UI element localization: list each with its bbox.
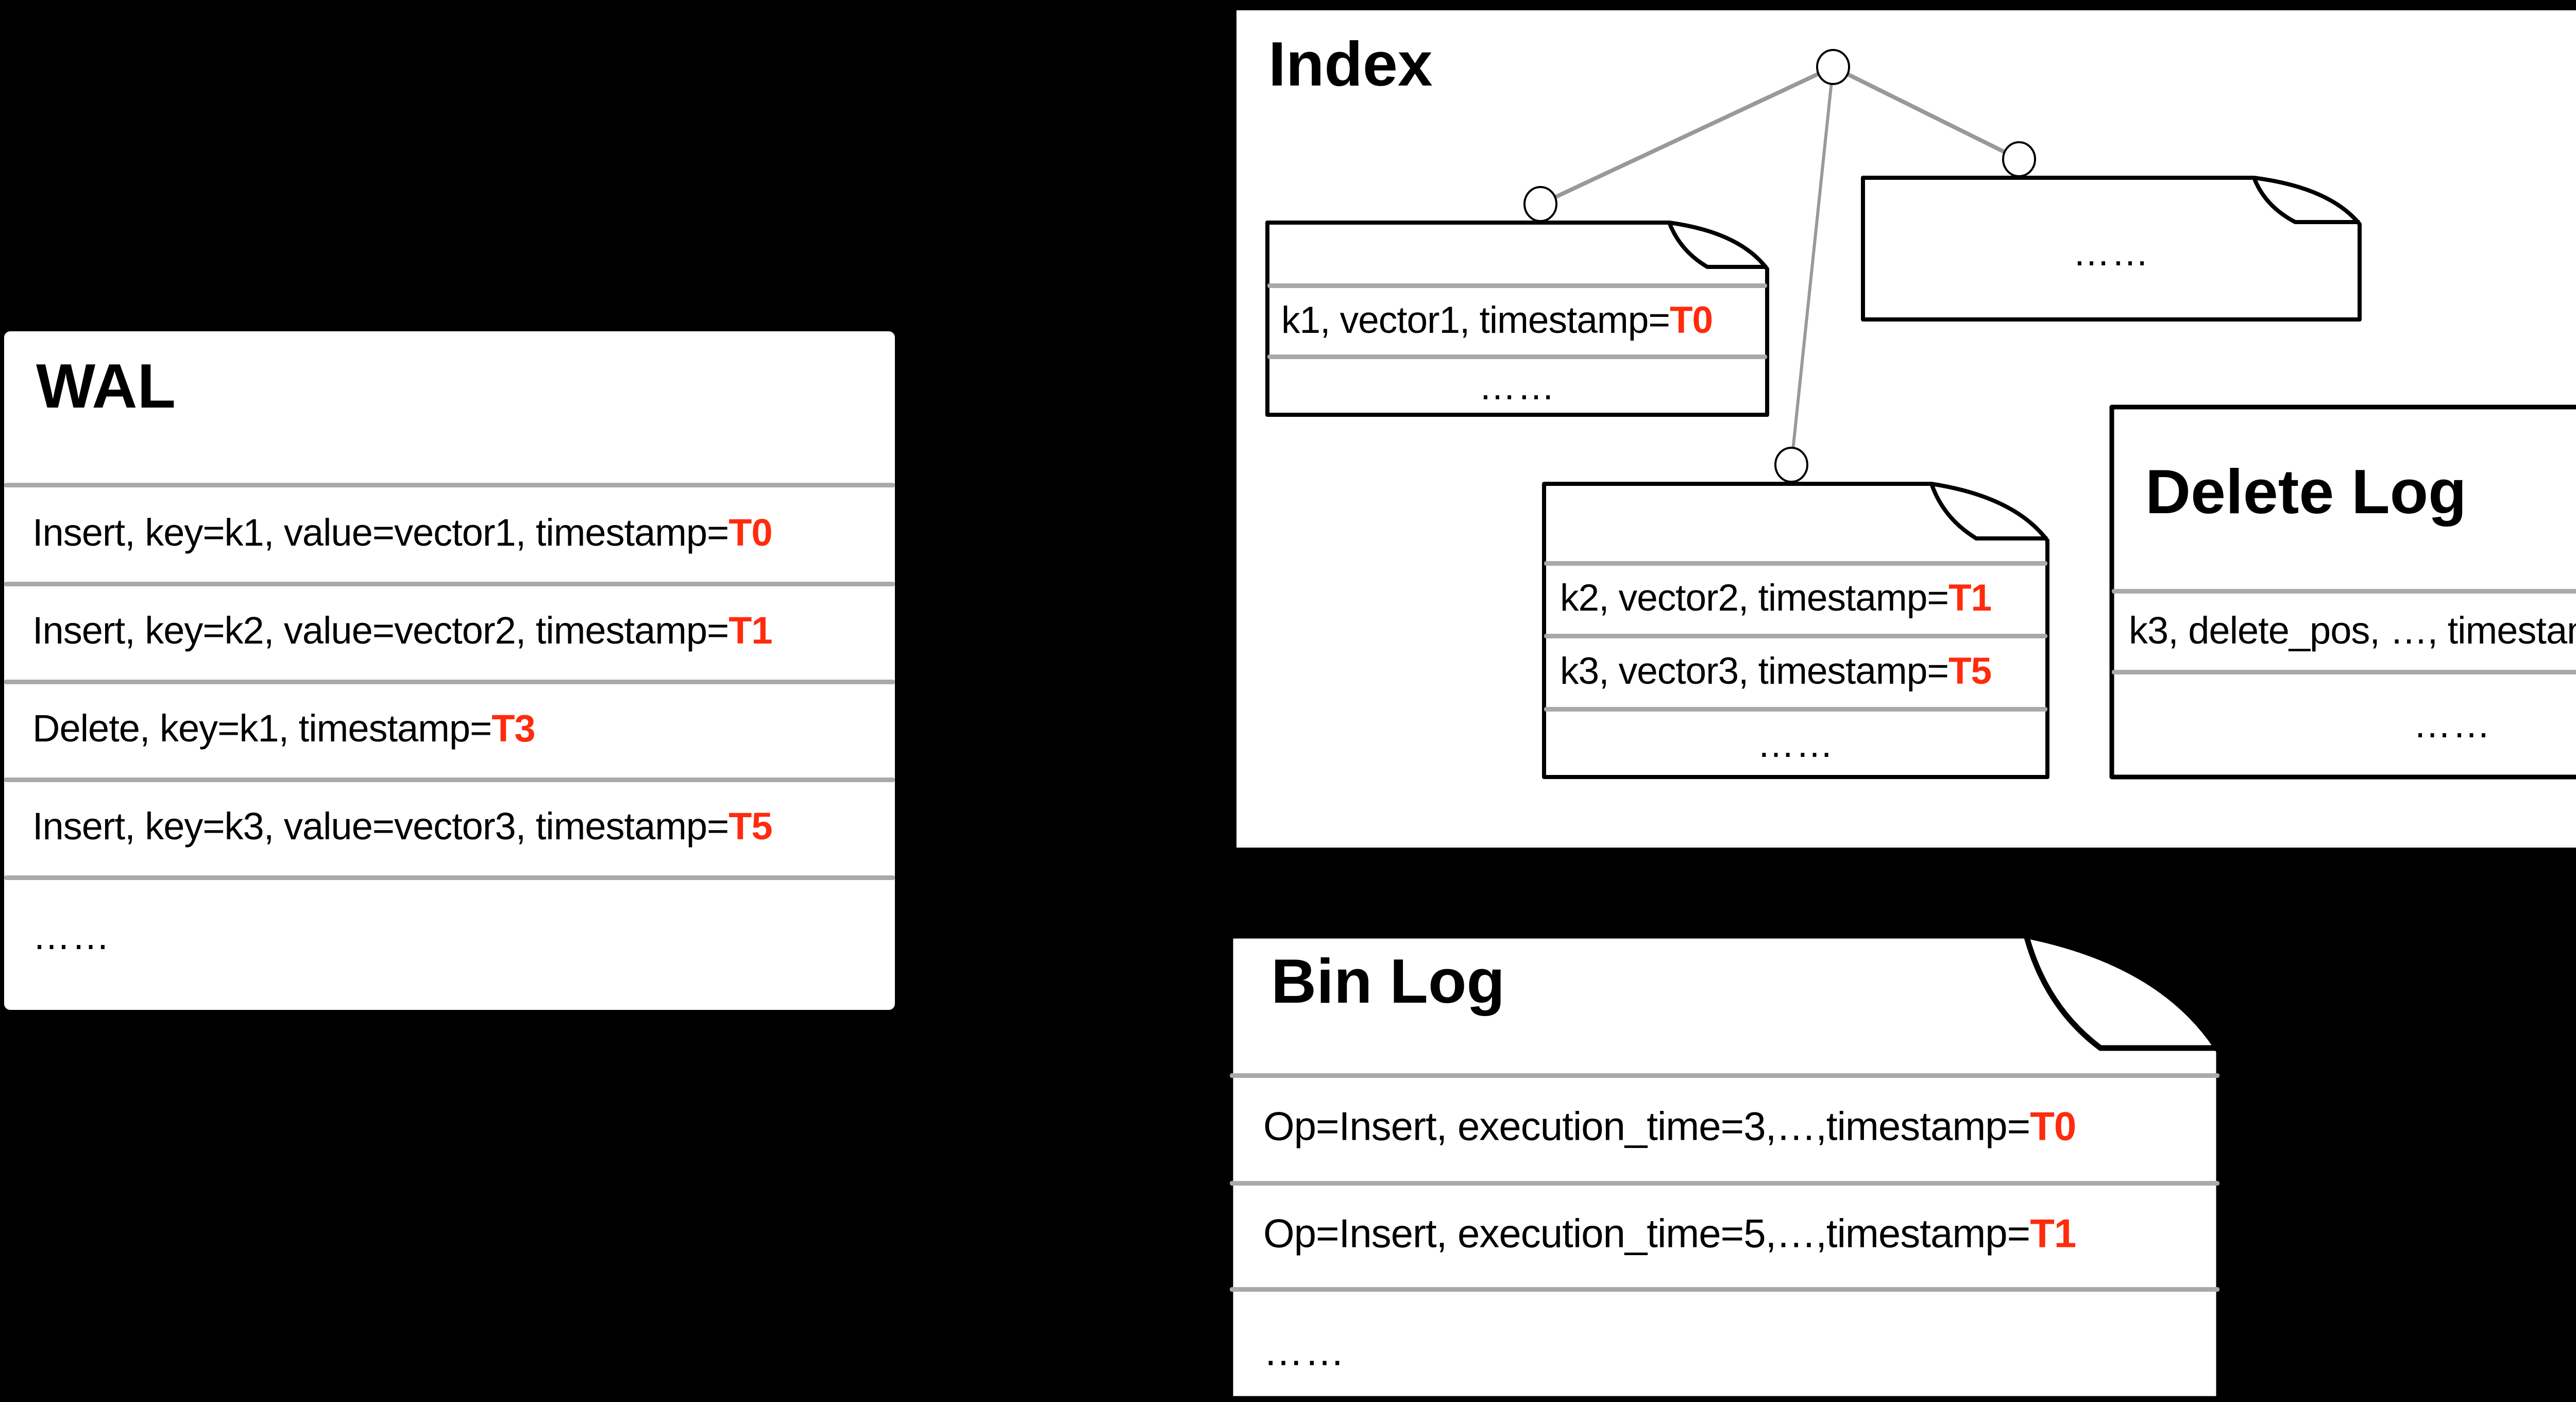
tree-node: [1523, 186, 1557, 222]
timestamp-token: T5: [1948, 650, 1992, 692]
timestamp-token: T0: [2030, 1103, 2076, 1149]
wal-title: WAL: [36, 351, 176, 421]
segment-doc-k2k3: k2, vector2, timestamp=T1 k3, vector3, t…: [1541, 481, 2050, 780]
delete-log-panel: Delete Log k3, delete_pos, …, timestamp=…: [2109, 404, 2576, 780]
divider: [4, 483, 895, 487]
tree-edge: [1539, 65, 1834, 206]
wal-panel: WAL Insert, key=k1, value=vector1, times…: [4, 331, 895, 1010]
wal-row-text: Delete, key=k1, timestamp=: [32, 706, 492, 750]
divider: [1230, 1073, 2219, 1078]
divider: [1544, 561, 2047, 566]
wal-row-text: Insert, key=k1, value=vector1, timestamp…: [32, 511, 729, 554]
divider: [2112, 670, 2576, 674]
wal-row: Delete, key=k1, timestamp=T3: [32, 706, 536, 750]
document-shape: [1227, 933, 2222, 1402]
document-shape: [1542, 482, 2049, 779]
bin-log-row-text: Op=Insert, execution_time=5,…,timestamp=: [1263, 1210, 2030, 1256]
index-tree: [1523, 49, 2036, 483]
divider: [1230, 1287, 2219, 1292]
divider: [4, 582, 895, 586]
timestamp-token: T1: [728, 609, 772, 652]
divider: [1267, 354, 1767, 359]
tree-node: [1816, 49, 1850, 85]
wal-more-row: ……: [32, 914, 111, 957]
timestamp-token: T3: [492, 706, 535, 750]
segment-row-text: k1, vector1, timestamp=: [1281, 299, 1670, 341]
index-title: Index: [1268, 29, 1433, 99]
document-shape: [1265, 221, 1769, 417]
wal-row: Insert, key=k2, value=vector2, timestamp…: [32, 609, 773, 652]
segment-doc-other: ……: [1860, 175, 2362, 322]
bin-log-more-row: ……: [1263, 1328, 1346, 1374]
segment-doc-k1: k1, vector1, timestamp=T0 ……: [1265, 220, 1770, 417]
tree-node: [2002, 141, 2036, 177]
wal-row-text: Insert, key=k2, value=vector2, timestamp…: [32, 609, 729, 652]
bin-log-panel: Bin Log Op=Insert, execution_time=3,…,ti…: [1227, 933, 2222, 1402]
divider: [1544, 634, 2047, 638]
divider: [4, 680, 895, 684]
segment-row-text: k3, vector3, timestamp=: [1560, 650, 1949, 692]
wal-row: Insert, key=k3, value=vector3, timestamp…: [32, 804, 773, 848]
timestamp-token: T1: [2030, 1210, 2076, 1256]
bin-log-row: Op=Insert, execution_time=5,…,timestamp=…: [1263, 1210, 2076, 1257]
segment-more-row: ……: [1479, 365, 1556, 408]
delete-log-title: Delete Log: [2145, 457, 2467, 527]
timestamp-token: T0: [1669, 299, 1713, 341]
wal-row-text: Insert, key=k3, value=vector3, timestamp…: [32, 804, 729, 848]
delete-log-more-row: ……: [2413, 702, 2492, 746]
wal-row: Insert, key=k1, value=vector1, timestamp…: [32, 511, 773, 554]
divider: [1544, 707, 2047, 712]
timestamp-token: T0: [728, 511, 772, 554]
divider: [4, 778, 895, 782]
tree-edge: [1832, 65, 2020, 161]
segment-row: k1, vector1, timestamp=T0: [1281, 299, 1713, 342]
divider: [2112, 589, 2576, 594]
document-shape: [1861, 176, 2362, 322]
timestamp-token: T5: [728, 804, 772, 848]
bin-log-row: Op=Insert, execution_time=3,…,timestamp=…: [1263, 1103, 2076, 1150]
segment-row: k2, vector2, timestamp=T1: [1560, 577, 1992, 619]
segment-more-row: ……: [2073, 231, 2150, 274]
tree-node: [1774, 447, 1808, 483]
segment-row: k3, vector3, timestamp=T5: [1560, 650, 1992, 692]
divider: [4, 875, 895, 880]
bin-log-row-text: Op=Insert, execution_time=3,…,timestamp=: [1263, 1103, 2030, 1149]
bin-log-title: Bin Log: [1271, 946, 1505, 1016]
timestamp-token: T1: [1948, 577, 1992, 619]
segment-more-row: ……: [1757, 723, 1835, 765]
tree-edge: [1790, 66, 1835, 465]
delete-log-row: k3, delete_pos, …, timestamp=T3: [2129, 609, 2576, 652]
divider: [1230, 1181, 2219, 1186]
segment-row-text: k2, vector2, timestamp=: [1560, 577, 1949, 619]
divider: [1267, 283, 1767, 288]
delete-log-row-text: k3, delete_pos, …, timestamp=: [2129, 609, 2576, 652]
